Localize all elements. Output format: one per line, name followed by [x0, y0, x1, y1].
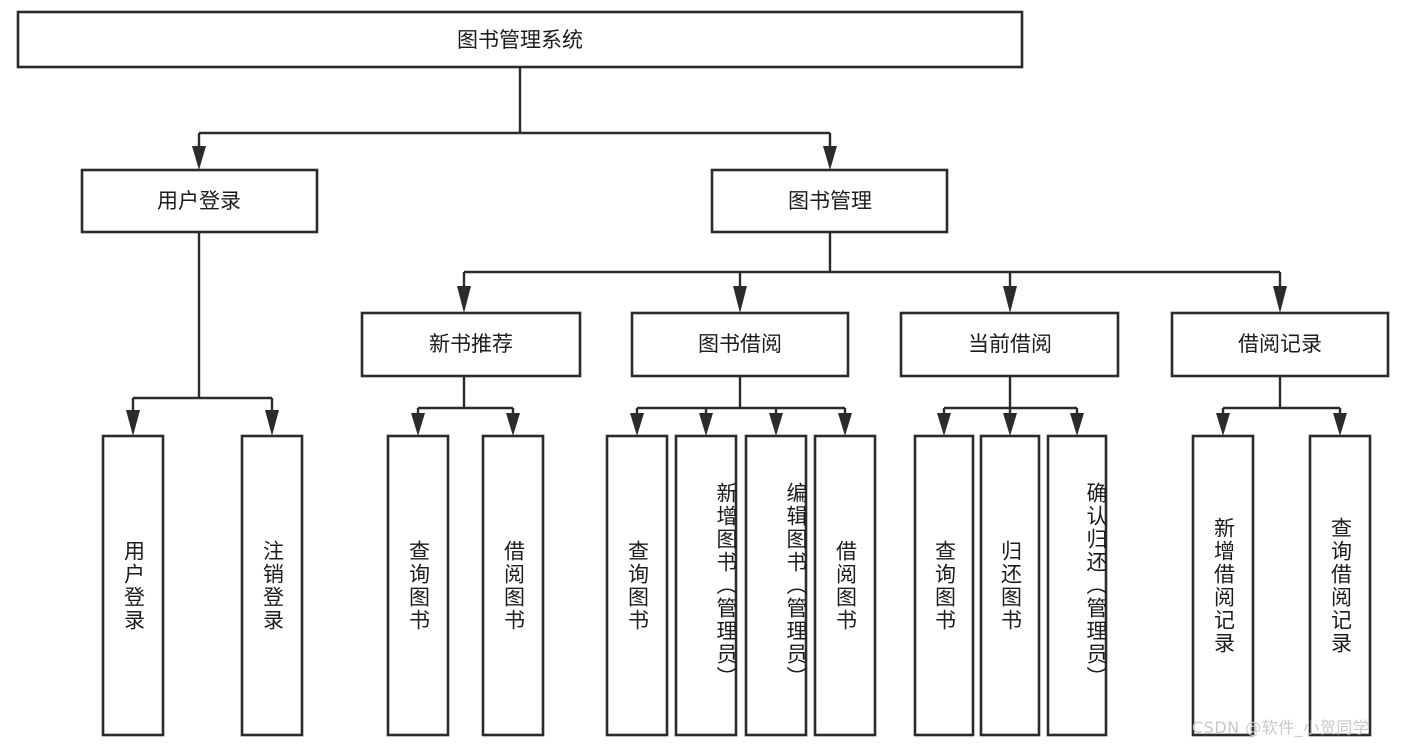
node-current-borrow-label: 当前借阅 [968, 332, 1052, 356]
node-user-login-box[interactable] [80, 168, 319, 234]
leaf-current-borrow-return-box[interactable] [979, 434, 1041, 737]
leaf-current-borrow-confirm-box[interactable] [1046, 434, 1108, 737]
arrow-newbook-leaf-2 [506, 413, 520, 436]
node-book-management-label: 图书管理 [788, 189, 872, 213]
arrow-borrowrecord-leaf-1 [1216, 413, 1230, 436]
csdn-watermark: CSDN @软件_小贺同学 [1192, 718, 1370, 737]
leaf-user-login-logout-box[interactable] [240, 434, 304, 737]
arrow-userlogin-leaf-1 [126, 410, 140, 436]
node-new-book-recommend-label: 新书推荐 [429, 332, 513, 356]
leaf-user-login-login-box[interactable] [101, 434, 165, 737]
leaf-book-borrow-borrow-box[interactable] [813, 434, 877, 737]
leaf-current-borrow-query-box[interactable] [913, 434, 975, 737]
node-root-label: 图书管理系统 [457, 28, 583, 52]
arrow-userlogin-leaf-2 [265, 410, 279, 436]
arrow-bookborrow-leaf-2 [699, 413, 713, 436]
node-new-book-recommend-box[interactable] [360, 311, 582, 378]
arrow-newbook-leaf-1 [411, 413, 425, 436]
node-book-borrow-box[interactable] [630, 311, 850, 378]
node-book-borrow-label: 图书借阅 [698, 332, 782, 356]
arrow-currentborrow-leaf-3 [1070, 413, 1084, 436]
leaf-new-book-borrow-box[interactable] [481, 434, 545, 737]
arrow-bookborrow-leaf-3 [769, 413, 783, 436]
leaf-borrow-record-add-box[interactable] [1191, 434, 1255, 737]
leaf-new-book-query-box[interactable] [386, 434, 450, 737]
leaf-book-borrow-query-box[interactable] [605, 434, 669, 737]
node-root-box[interactable] [16, 10, 1024, 69]
arrow-root-to-userlogin [192, 146, 206, 170]
arrow-currentborrow-leaf-2 [1003, 413, 1017, 436]
node-book-management-box[interactable] [710, 168, 949, 234]
node-borrow-record-box[interactable] [1170, 311, 1390, 378]
arrow-bookmgmt-to-newbook [457, 286, 471, 313]
node-user-login-label: 用户登录 [157, 189, 241, 213]
nodes: 图书管理系统 用户登录 图书管理 新书推荐 图书借阅 当前借阅 借阅记录 [16, 10, 1390, 737]
arrow-root-to-bookmgmt [823, 146, 837, 170]
leaf-book-borrow-add-box[interactable] [674, 434, 738, 737]
leaf-borrow-record-query-box[interactable] [1308, 434, 1372, 737]
arrow-borrowrecord-leaf-2 [1333, 413, 1347, 436]
arrow-bookmgmt-to-currentborrow [1003, 286, 1017, 313]
arrow-bookmgmt-to-borrowrecord [1273, 286, 1287, 313]
connectors [126, 67, 1347, 436]
node-borrow-record-label: 借阅记录 [1238, 332, 1322, 356]
arrow-bookborrow-leaf-1 [630, 413, 644, 436]
arrow-bookborrow-leaf-4 [838, 413, 852, 436]
arrow-bookmgmt-to-bookborrow [733, 286, 747, 313]
node-current-borrow-box[interactable] [899, 311, 1120, 378]
leaf-book-borrow-edit-box[interactable] [744, 434, 808, 737]
arrow-currentborrow-leaf-1 [937, 413, 951, 436]
